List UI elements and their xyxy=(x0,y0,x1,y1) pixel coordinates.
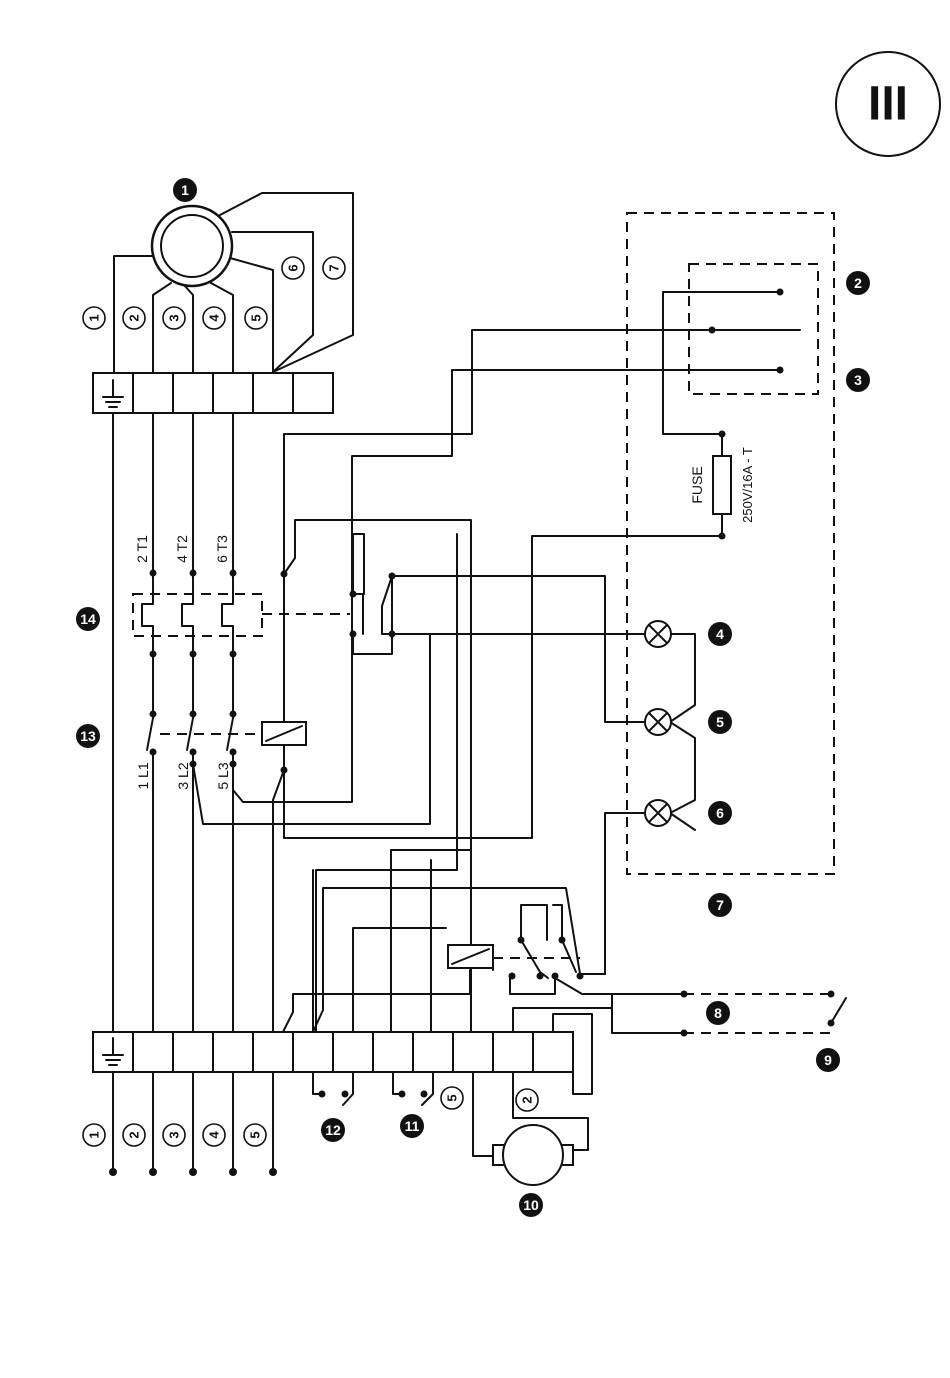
svg-text:8: 8 xyxy=(714,1005,722,1021)
terminal-6t3: 6 T3 xyxy=(214,535,230,563)
svg-text:6: 6 xyxy=(286,264,301,271)
lamp-5-icon xyxy=(645,709,671,735)
callout-2: 2 xyxy=(846,271,870,295)
svg-text:10: 10 xyxy=(523,1197,539,1213)
motor-lead-1: 1 xyxy=(83,307,105,329)
svg-text:11: 11 xyxy=(405,1118,420,1134)
svg-text:14: 14 xyxy=(80,611,96,627)
callout-4: 4 xyxy=(708,622,732,646)
svg-text:5: 5 xyxy=(249,314,264,321)
svg-text:6: 6 xyxy=(716,805,724,821)
callout-7: 7 xyxy=(708,893,732,917)
terminal-5l3: 5 L3 xyxy=(215,762,231,789)
svg-text:7: 7 xyxy=(327,264,342,271)
callout-3: 3 xyxy=(846,368,870,392)
lamp-4-icon xyxy=(645,621,671,647)
svg-text:12: 12 xyxy=(325,1122,341,1138)
svg-text:9: 9 xyxy=(824,1052,832,1068)
svg-text:3: 3 xyxy=(854,372,862,388)
contactor xyxy=(147,711,306,756)
motor-leads xyxy=(114,193,353,372)
svg-text:2: 2 xyxy=(127,314,142,321)
supply-lead-5: 5 xyxy=(244,1124,266,1146)
svg-text:5: 5 xyxy=(716,714,724,730)
svg-text:1: 1 xyxy=(181,182,189,198)
motor-symbol xyxy=(152,206,232,286)
callout-13: 13 xyxy=(76,724,100,748)
contactor-terminal-labels: 2 T1 4 T2 6 T3 1 L1 3 L2 5 L3 xyxy=(134,535,231,790)
svg-text:2: 2 xyxy=(854,275,862,291)
supply-lead-1: 1 xyxy=(83,1124,105,1146)
upper-terminal-strip xyxy=(93,373,333,413)
supply-lead-labels: 1 2 3 4 5 5 2 xyxy=(83,1087,538,1146)
fuse-label: FUSE xyxy=(689,466,705,503)
svg-text:1: 1 xyxy=(87,1131,102,1138)
terminal-1l1: 1 L1 xyxy=(135,762,151,789)
fan-wire-5: 5 xyxy=(441,1087,463,1109)
page-number-text: III xyxy=(868,78,908,131)
motor-lead-3: 3 xyxy=(163,307,185,329)
motor-lead-7: 7 xyxy=(323,257,345,279)
lamp-6-icon xyxy=(645,800,671,826)
svg-text:3: 3 xyxy=(167,1131,182,1138)
callout-12: 12 xyxy=(321,1118,345,1142)
svg-text:5: 5 xyxy=(248,1131,263,1138)
terminal-4t2: 4 T2 xyxy=(174,535,190,563)
svg-text:4: 4 xyxy=(716,626,724,642)
terminal-2t1: 2 T1 xyxy=(134,535,150,563)
main-line-wires xyxy=(113,413,233,1032)
callout-10: 10 xyxy=(519,1193,543,1217)
callout-11: 11 xyxy=(400,1114,424,1138)
fuse-rating: 250V/16A - T xyxy=(740,447,755,523)
fan-motor xyxy=(493,1125,573,1185)
page-number-badge: III xyxy=(836,52,940,156)
callout-9: 9 xyxy=(816,1048,840,1072)
svg-text:2: 2 xyxy=(520,1096,535,1103)
svg-text:1: 1 xyxy=(87,314,102,321)
svg-text:3: 3 xyxy=(167,314,182,321)
supply-lead-3: 3 xyxy=(163,1124,185,1146)
svg-text:7: 7 xyxy=(716,897,724,913)
motor-lead-5: 5 xyxy=(245,307,267,329)
svg-text:4: 4 xyxy=(207,1131,222,1139)
svg-text:13: 13 xyxy=(80,728,96,744)
supply-lead-2: 2 xyxy=(123,1124,145,1146)
motor-lead-6: 6 xyxy=(282,257,304,279)
svg-text:5: 5 xyxy=(445,1094,460,1101)
motor-lead-4: 4 xyxy=(203,307,225,329)
terminal-3l2: 3 L2 xyxy=(175,762,191,789)
lower-terminal-strip xyxy=(93,1032,573,1072)
callout-6: 6 xyxy=(708,801,732,825)
control-box: FUSE 250V/16A - T xyxy=(627,213,834,874)
callout-5: 5 xyxy=(708,710,732,734)
overload-relay xyxy=(133,570,350,658)
fan-wire-2: 2 xyxy=(516,1089,538,1111)
supply-lead-4: 4 xyxy=(203,1124,225,1146)
svg-text:4: 4 xyxy=(207,314,222,322)
callout-8: 8 xyxy=(706,1001,730,1025)
svg-text:2: 2 xyxy=(127,1131,142,1138)
callout-14: 14 xyxy=(76,607,100,631)
callout-1: 1 xyxy=(173,178,197,202)
motor-lead-2: 2 xyxy=(123,307,145,329)
